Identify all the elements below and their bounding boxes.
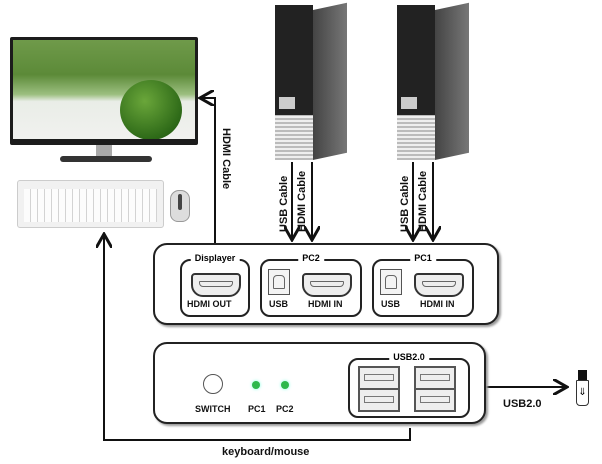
displayer-title: Displayer bbox=[190, 253, 240, 263]
pc2-usb-label: USB Cable bbox=[278, 175, 290, 232]
pc1-usb-port bbox=[380, 269, 402, 295]
pc2-led bbox=[281, 381, 289, 389]
pc2-hdmi-in-port bbox=[302, 273, 352, 297]
pc2-usb-port bbox=[268, 269, 290, 295]
pc2-usb-port-label: USB bbox=[269, 299, 289, 309]
pc1-hdmi-label: HDMI Cable bbox=[417, 170, 429, 232]
mouse bbox=[170, 190, 190, 222]
switch-label: SWITCH bbox=[195, 404, 231, 414]
pc1-hdmi-in-port bbox=[414, 273, 464, 297]
hdmi-out-label: HDMI OUT bbox=[187, 299, 232, 309]
keyboard-mouse-cable bbox=[104, 236, 411, 441]
monitor-stand bbox=[96, 145, 112, 157]
pc2-group: PC2 USB HDMI IN bbox=[260, 253, 362, 317]
pc2-hdmi-label: HDMI Cable bbox=[296, 170, 308, 232]
pc1-title: PC1 bbox=[410, 253, 436, 263]
pc1-tower bbox=[397, 2, 469, 161]
pc1-group: PC1 USB HDMI IN bbox=[372, 253, 474, 317]
usb-out-label: USB2.0 bbox=[503, 398, 542, 410]
kvm-front-panel: SWITCH PC1 PC2 USB2.0 bbox=[153, 342, 486, 424]
pc1-led bbox=[252, 381, 260, 389]
hdmi-out-port bbox=[191, 273, 241, 297]
pc1-hdmi-in-label: HDMI IN bbox=[420, 299, 455, 309]
pc2-led-label: PC2 bbox=[276, 404, 294, 414]
pc1-usb-port-label: USB bbox=[381, 299, 401, 309]
usb-hub-group: USB2.0 bbox=[348, 352, 470, 418]
usb-drive-icon: ⇓ bbox=[576, 370, 589, 406]
pc2-title: PC2 bbox=[298, 253, 324, 263]
usb-port-1 bbox=[358, 366, 400, 390]
pc1-usb-label: USB Cable bbox=[399, 175, 411, 232]
monitor-hdmi-label: HDMI Cable bbox=[220, 128, 232, 190]
monitor bbox=[10, 37, 198, 162]
usb-port-3 bbox=[358, 388, 400, 412]
lime-image bbox=[120, 80, 182, 139]
usb-port-2 bbox=[414, 366, 456, 390]
monitor-hdmi-cable bbox=[202, 98, 216, 245]
pc2-tower bbox=[275, 2, 347, 161]
pc2-hdmi-in-label: HDMI IN bbox=[308, 299, 343, 309]
kvm-back-panel: Displayer HDMI OUT PC2 USB HDMI IN PC1 U… bbox=[153, 243, 499, 325]
usb-hub-title: USB2.0 bbox=[389, 352, 429, 362]
keyboard bbox=[17, 180, 164, 228]
pc1-led-label: PC1 bbox=[248, 404, 266, 414]
monitor-screen bbox=[10, 37, 198, 145]
switch-button[interactable] bbox=[203, 374, 223, 394]
displayer-group: Displayer HDMI OUT bbox=[180, 253, 250, 317]
usb-port-4 bbox=[414, 388, 456, 412]
keyboard-mouse-label: keyboard/mouse bbox=[222, 446, 310, 458]
